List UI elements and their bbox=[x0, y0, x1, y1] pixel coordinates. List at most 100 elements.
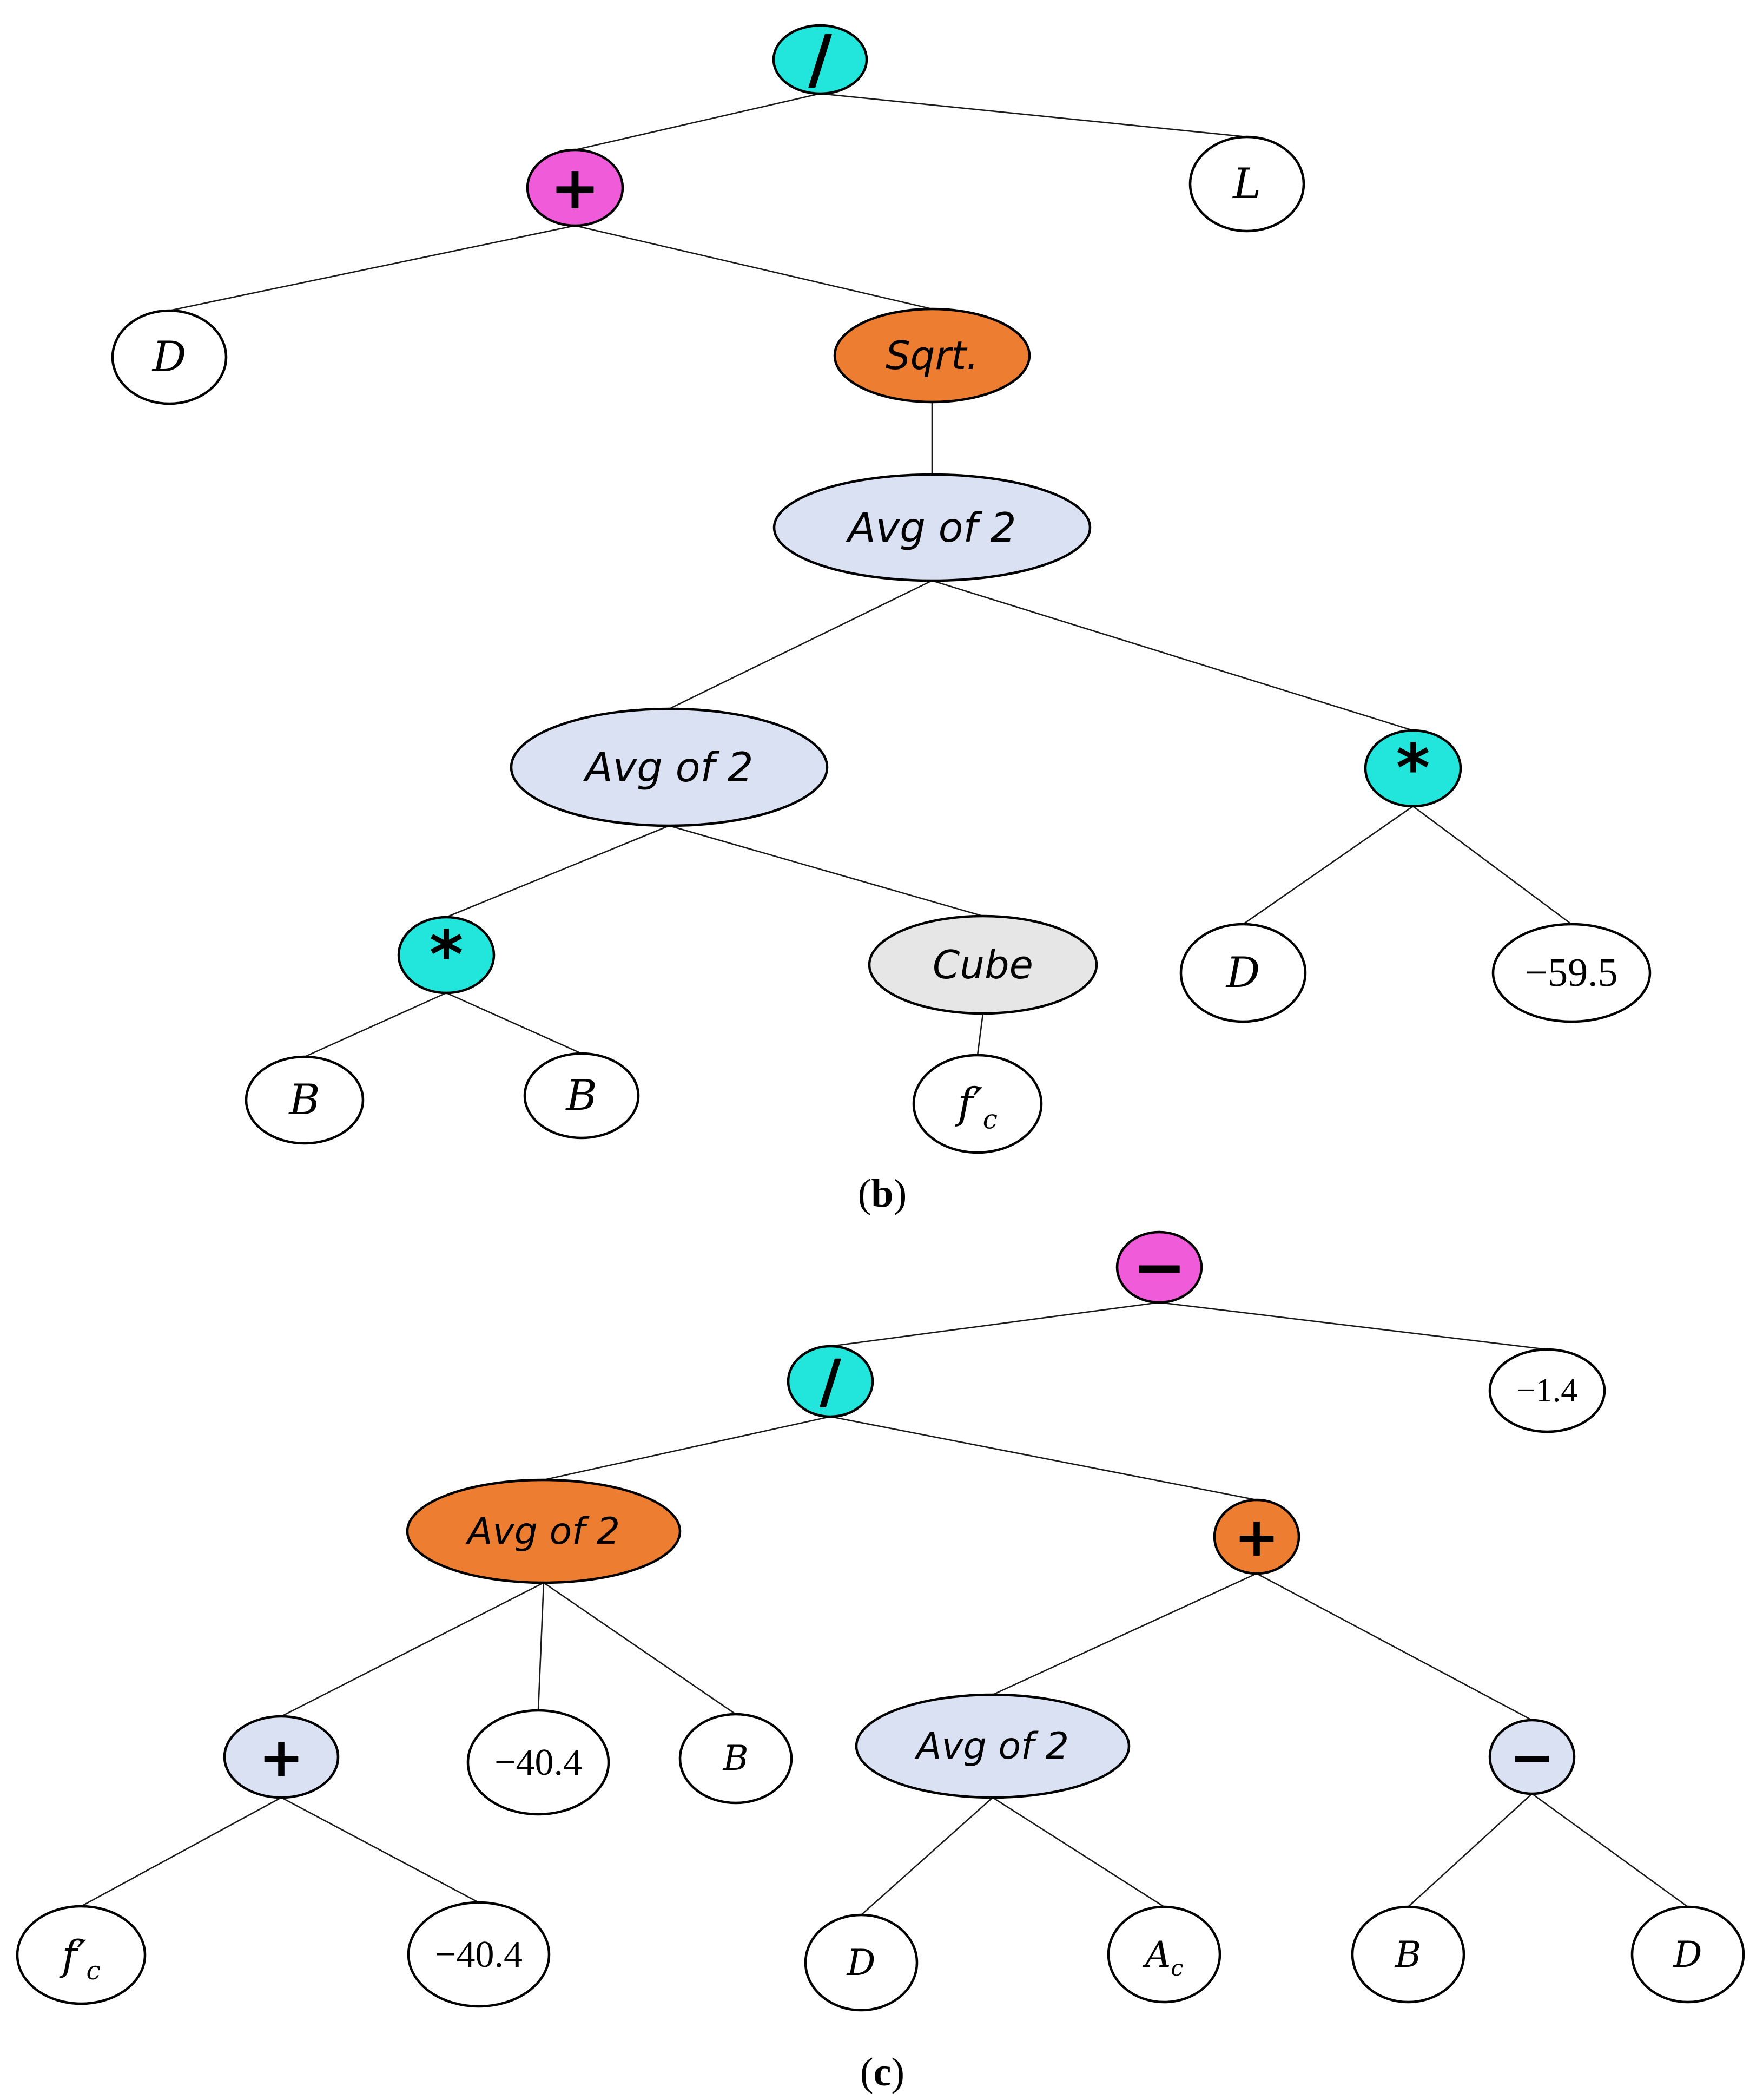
caption-b: (b) bbox=[858, 1171, 907, 1216]
edge-c_minus-c_n14 bbox=[1159, 1301, 1548, 1351]
node-shape-b-sqrt bbox=[833, 307, 1031, 404]
node-shape-c-n14 bbox=[1488, 1348, 1606, 1433]
node-c-n404b: −40.4 bbox=[407, 1901, 551, 2008]
edge-b_div-b_plus bbox=[575, 93, 821, 151]
edge-c_plus2-c_avg4 bbox=[992, 1572, 1257, 1696]
node-b-mul1: * bbox=[397, 916, 496, 995]
edge-c_avg3-c_B1 bbox=[543, 1582, 736, 1715]
node-c-plus1: + bbox=[223, 1715, 340, 1799]
edge-b_plus-b_D1 bbox=[169, 225, 576, 312]
node-label-b-cube: Cube bbox=[933, 942, 1033, 988]
node-c-B1: B bbox=[678, 1713, 793, 1805]
node-label-c-plus2: + bbox=[1234, 1505, 1279, 1569]
node-label-c-B1: B bbox=[722, 1739, 748, 1779]
node-shape-b-L bbox=[1188, 135, 1305, 233]
edge-b_avg2-b_mul1 bbox=[446, 825, 670, 918]
node-shape-c-minus2 bbox=[1488, 1719, 1576, 1795]
node-c-plus2: + bbox=[1213, 1498, 1300, 1575]
edge-b_mul1-b_B2 bbox=[446, 992, 582, 1055]
edge-c_avg3-c_plus1 bbox=[281, 1582, 544, 1717]
node-c-fc: f′c bbox=[16, 1905, 147, 2005]
node-b-D1: D bbox=[111, 309, 228, 405]
node-c-minus2: − bbox=[1488, 1719, 1576, 1795]
node-label-c-n14: −1.4 bbox=[1517, 1372, 1577, 1409]
edge-b_avg2-b_cube bbox=[669, 825, 983, 917]
node-label-b-L: L bbox=[1232, 160, 1261, 208]
node-shape-c-minus bbox=[1115, 1230, 1203, 1304]
node-shape-c-Ac bbox=[1107, 1905, 1221, 2004]
edge-c_div-c_avg3 bbox=[543, 1416, 831, 1481]
edge-b_mul2-b_n595 bbox=[1412, 805, 1572, 925]
node-label-c-minus: − bbox=[1132, 1230, 1187, 1305]
node-b-n595: −59.5 bbox=[1491, 923, 1652, 1023]
node-shape-c-B1 bbox=[678, 1713, 793, 1805]
edge-c_minus2-c_B2 bbox=[1408, 1793, 1533, 1907]
edge-c_avg4-c_D1 bbox=[861, 1797, 993, 1915]
edge-b_mul2-b_D2 bbox=[1243, 805, 1414, 925]
edge-c_plus2-c_minus2 bbox=[1256, 1572, 1533, 1721]
node-shape-b-avg1 bbox=[772, 473, 1092, 582]
node-label-b-B2: B bbox=[565, 1071, 597, 1120]
node-b-cube: Cube bbox=[868, 914, 1098, 1015]
node-shape-b-fc bbox=[912, 1054, 1043, 1154]
node-shape-c-avg3 bbox=[406, 1478, 682, 1584]
node-label-c-n404a: −40.4 bbox=[494, 1742, 582, 1783]
edge-c_plus1-c_n404b bbox=[281, 1796, 479, 1904]
node-b-D2: D bbox=[1179, 923, 1307, 1023]
node-label-b-n595: −59.5 bbox=[1525, 951, 1617, 995]
node-shape-b-B1 bbox=[245, 1055, 365, 1145]
node-label-b-mul1: * bbox=[430, 918, 464, 993]
node-label-b-div: / bbox=[808, 22, 832, 97]
node-c-n14: −1.4 bbox=[1488, 1348, 1606, 1433]
node-c-div: / bbox=[787, 1345, 874, 1418]
node-c-minus: − bbox=[1115, 1230, 1203, 1305]
edge-c_avg3-c_n404a bbox=[537, 1582, 545, 1711]
edge-b_plus-b_sqrt bbox=[575, 225, 933, 310]
node-label-c-n404b: −40.4 bbox=[435, 1934, 523, 1976]
edge-c_minus2-c_D2 bbox=[1531, 1793, 1688, 1908]
node-label-b-plus: + bbox=[550, 153, 600, 222]
node-shape-c-plus1 bbox=[223, 1715, 340, 1799]
node-label-c-plus1: + bbox=[259, 1726, 304, 1789]
edge-b_avg1-b_mul2 bbox=[932, 580, 1414, 732]
node-c-D1: D bbox=[804, 1913, 919, 2012]
node-shape-b-plus bbox=[526, 148, 624, 227]
node-label-c-minus2: − bbox=[1509, 1726, 1555, 1789]
node-label-b-avg2: Avg of 2 bbox=[583, 743, 754, 791]
node-b-plus: + bbox=[526, 148, 624, 227]
node-label-c-D2: D bbox=[1673, 1934, 1702, 1976]
node-label-c-D1: D bbox=[847, 1942, 876, 1984]
node-b-B2: B bbox=[523, 1052, 640, 1140]
node-shape-c-D2 bbox=[1630, 1905, 1745, 2004]
node-shape-b-avg2 bbox=[510, 707, 829, 827]
node-b-B1: B bbox=[245, 1055, 365, 1145]
node-c-B2: B bbox=[1351, 1905, 1465, 2004]
node-b-avg2: Avg of 2 bbox=[510, 707, 829, 827]
edge-b_avg1-b_avg2 bbox=[669, 580, 933, 710]
node-c-avg4: Avg of 2 bbox=[855, 1693, 1131, 1799]
node-b-fc: f′c bbox=[912, 1054, 1043, 1154]
node-shape-c-n404b bbox=[407, 1901, 551, 2008]
node-label-b-sqrt: Sqrt. bbox=[886, 333, 979, 378]
node-label-c-avg4: Avg of 2 bbox=[914, 1725, 1069, 1768]
edge-c_avg4-c_Ac bbox=[992, 1796, 1165, 1908]
node-label-c-div: / bbox=[820, 1347, 842, 1416]
node-shape-b-mul2 bbox=[1364, 729, 1462, 808]
edge-b_cube-b_fc bbox=[976, 1013, 984, 1056]
node-label-b-D1: D bbox=[151, 333, 187, 381]
node-shape-c-avg4 bbox=[855, 1693, 1131, 1799]
node-b-L: L bbox=[1188, 135, 1305, 233]
node-shape-b-D2 bbox=[1179, 923, 1307, 1023]
edges-layer bbox=[81, 93, 1688, 1915]
edge-b_mul1-b_B1 bbox=[304, 992, 447, 1058]
node-label-b-fc: f′c bbox=[955, 1079, 998, 1135]
node-label-b-mul2: * bbox=[1396, 731, 1430, 806]
node-c-Ac: Ac bbox=[1107, 1905, 1221, 2004]
caption-c: (c) bbox=[860, 2050, 904, 2095]
node-b-sqrt: Sqrt. bbox=[833, 307, 1031, 404]
node-shape-c-B2 bbox=[1351, 1905, 1465, 2004]
edge-c_minus-c_div bbox=[830, 1301, 1160, 1347]
node-shape-c-n404a bbox=[466, 1709, 610, 1816]
node-shape-b-D1 bbox=[111, 309, 228, 405]
node-shape-b-div bbox=[772, 24, 868, 95]
